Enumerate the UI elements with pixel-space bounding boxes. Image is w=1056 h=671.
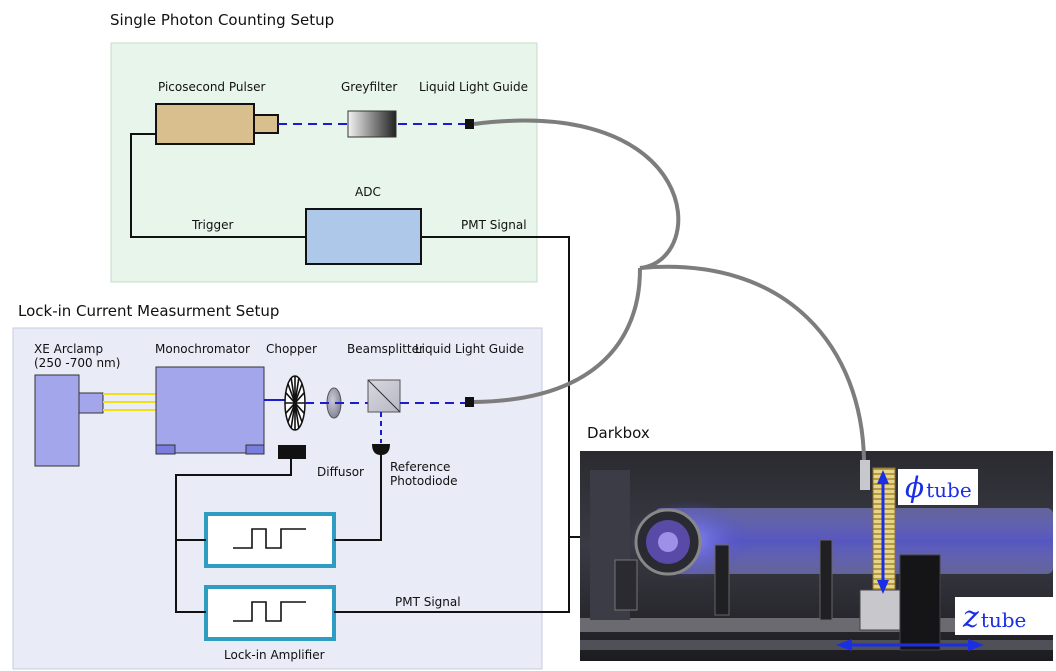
chopper-label: Chopper: [266, 342, 317, 356]
liquid-light-guide-label-bottom: Liquid Light Guide: [415, 342, 524, 356]
greyfilter-label: Greyfilter: [341, 80, 397, 94]
beamsplitter: [367, 379, 401, 413]
reference-photodiode-label-2: Photodiode: [390, 474, 458, 488]
lockin-amplifier-reference: [204, 512, 336, 568]
xe-arclamp: [34, 374, 80, 467]
picosecond-pulser-label: Picosecond Pulser: [158, 80, 265, 94]
xe-arclamp-label: XE Arclamp: [34, 342, 103, 356]
pmt-signal-cable-lockin: [334, 537, 570, 613]
fiber-coupler-top: [465, 119, 474, 129]
darkbox-label: Darkbox: [587, 424, 650, 442]
xe-arclamp-range-label: (250 -700 nm): [34, 356, 120, 370]
adc-label: ADC: [355, 185, 381, 199]
fiber-coupler-bottom: [465, 397, 474, 407]
liquid-light-guide-fiber-top: [473, 118, 681, 270]
monochromator-foot-left: [155, 444, 176, 455]
greyfilter: [347, 110, 397, 138]
pmt-signal-cable-adc: [421, 236, 570, 537]
chopper-reference-cable: [175, 459, 292, 613]
chopper-motor: [278, 445, 306, 459]
monochromator-label: Monochromator: [155, 342, 250, 356]
trigger-label: Trigger: [191, 218, 233, 232]
liquid-light-guide-fiber-bottom: [473, 267, 642, 404]
liquid-light-guide-fiber-main: [639, 264, 866, 461]
lockin-amplifier-signal: [204, 585, 336, 641]
monochromator-foot-right: [245, 444, 265, 455]
phi-rotation-arrow: [877, 470, 889, 594]
beamsplitter-label: Beamsplitter: [347, 342, 424, 356]
adc-box: [305, 208, 422, 265]
lockin-amplifier-label: Lock-in Amplifier: [224, 648, 325, 662]
picosecond-pulser: [155, 103, 255, 145]
square-wave-icon-2: [233, 601, 306, 622]
square-wave-icon-1: [233, 528, 306, 549]
reference-photodiode-label: Reference: [390, 460, 450, 474]
monochromator: [155, 366, 265, 454]
single-photon-title: Single Photon Counting Setup: [110, 11, 334, 29]
pmt-signal-label-bottom: PMT Signal: [395, 595, 461, 609]
reference-photodiode: [372, 444, 390, 455]
diffusor-label: Diffusor: [317, 465, 364, 479]
chopper-wheel: [284, 375, 306, 431]
photodiode-cable: [334, 455, 382, 541]
liquid-light-guide-label-top: Liquid Light Guide: [419, 80, 528, 94]
lockin-setup-title: Lock-in Current Measurment Setup: [18, 302, 279, 320]
z-translation-arrow: [836, 639, 984, 651]
phi-label-box: [898, 469, 978, 505]
pmt-signal-label-top: PMT Signal: [461, 218, 527, 232]
arclamp-port: [78, 392, 104, 414]
pulser-output-port: [253, 114, 279, 134]
z-label-box: [955, 597, 1053, 635]
trigger-cable: [130, 133, 306, 238]
